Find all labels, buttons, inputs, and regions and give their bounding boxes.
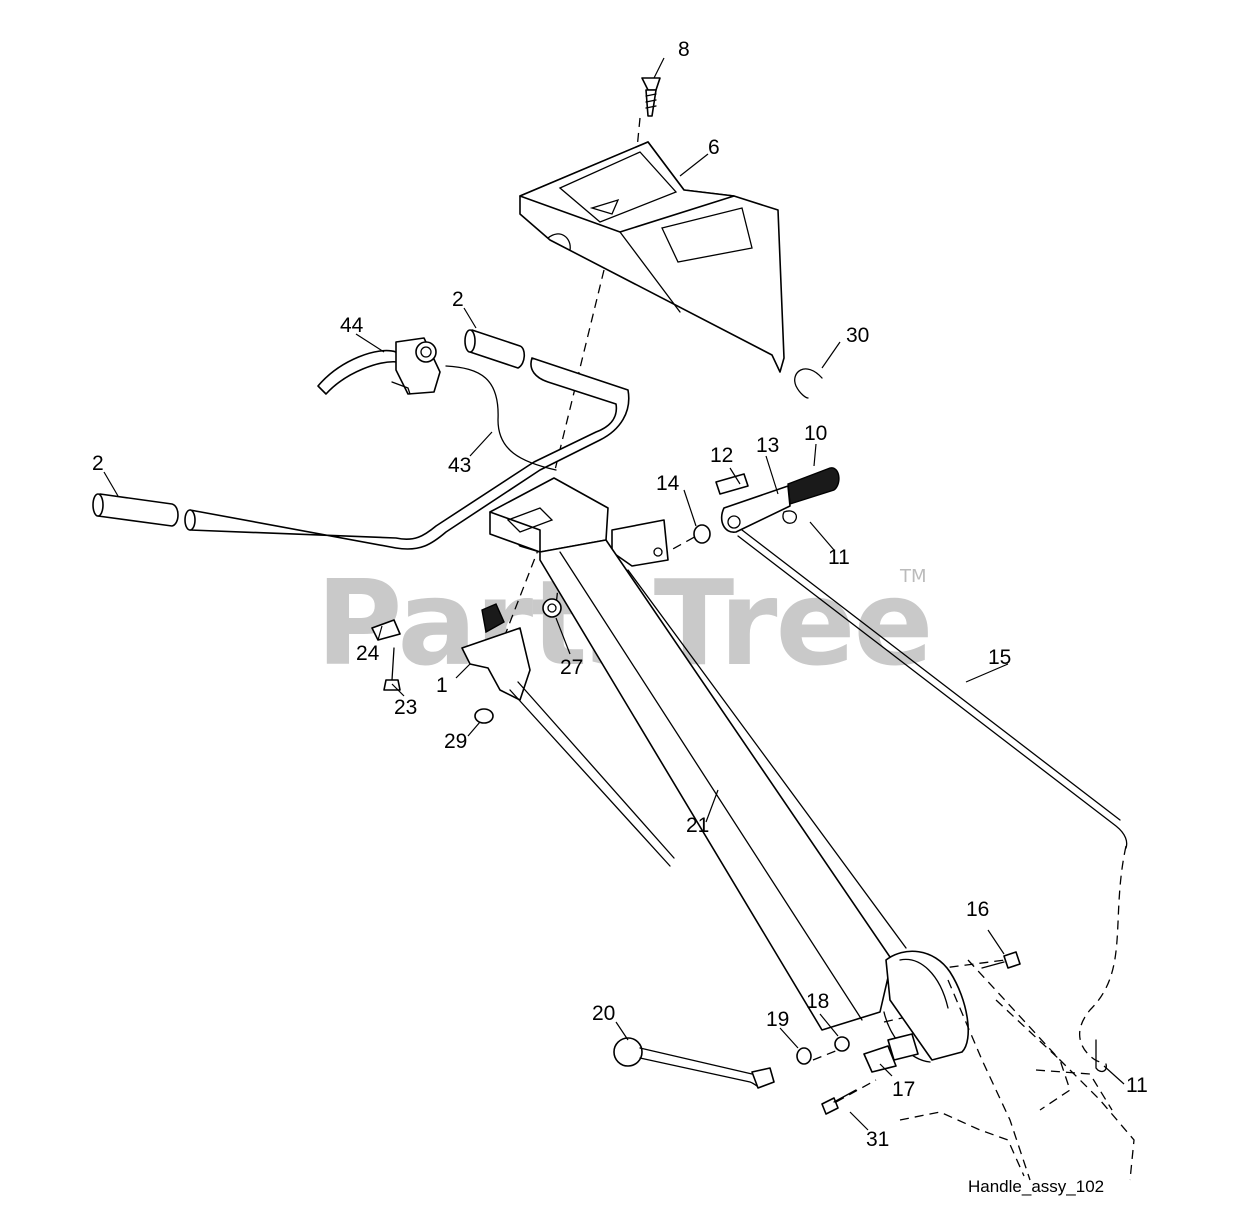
washer-part-19 — [796, 1047, 812, 1065]
callout-17: 17 — [892, 1078, 915, 1101]
callout-29: 29 — [444, 730, 467, 753]
leader-lines — [103, 57, 1125, 1131]
callout-20: 20 — [592, 1002, 615, 1025]
callout-31: 31 — [866, 1128, 889, 1151]
callout-15: 15 — [988, 646, 1011, 669]
callout-24: 24 — [356, 642, 380, 665]
control-lever-part-20 — [613, 1037, 775, 1089]
throttle-lever-part-44 — [317, 337, 441, 395]
spacer-part-14 — [693, 524, 711, 544]
grip-part-2-upper — [464, 329, 526, 369]
callout-1: 1 — [436, 674, 448, 697]
throttle-cable-part-43 — [445, 365, 557, 471]
bolt-part-31 — [821, 1089, 857, 1115]
callout-14: 14 — [656, 472, 680, 495]
callout-27: 27 — [560, 656, 583, 679]
lever-bracket-part-1 — [461, 603, 675, 867]
callout-21: 21 — [686, 814, 709, 837]
column-bracket — [489, 477, 669, 567]
callout-2-left: 2 — [92, 452, 104, 475]
clip-part-30 — [794, 368, 823, 399]
handle-panel-part — [519, 141, 785, 373]
callout-13: 13 — [756, 434, 779, 457]
nut-part-27 — [542, 598, 562, 618]
callout-11-lower: 11 — [1126, 1074, 1148, 1097]
diagram-caption: Handle_assy_102 — [968, 1177, 1104, 1196]
grip-part-2-left — [92, 493, 179, 527]
callout-23: 23 — [394, 696, 417, 719]
lower-column-end — [883, 950, 969, 1063]
callout-8: 8 — [678, 38, 690, 61]
washer-part-29 — [474, 708, 494, 724]
callout-44: 44 — [340, 314, 364, 337]
watermark-trademark: TM — [899, 566, 927, 587]
callout-6: 6 — [708, 136, 720, 159]
callout-2-upper: 2 — [452, 288, 464, 311]
nut-part-18 — [834, 1036, 850, 1052]
callout-16: 16 — [966, 898, 989, 921]
hairpin-part-11-lower — [1095, 1039, 1107, 1073]
callouts: 8 6 30 2 44 2 43 14 12 13 10 11 15 24 27… — [92, 38, 1148, 1151]
callout-30: 30 — [846, 324, 869, 347]
callout-12: 12 — [710, 444, 733, 467]
screw-part-8 — [641, 77, 661, 117]
linkage-parts — [693, 467, 840, 544]
grip-part-10 — [787, 467, 840, 505]
callout-43: 43 — [448, 454, 471, 477]
callout-10: 10 — [804, 422, 827, 445]
bolt-part-16 — [981, 951, 1021, 969]
tiller-frame-outline — [899, 959, 1135, 1181]
callout-11-upper: 11 — [828, 546, 850, 569]
handlebar-tube — [184, 357, 630, 550]
handle-column-part-21 — [539, 539, 907, 1031]
callout-19: 19 — [766, 1008, 789, 1031]
callout-18: 18 — [806, 990, 829, 1013]
plates-part-17 — [863, 1033, 919, 1073]
shift-rod-part-15 — [737, 535, 1128, 849]
